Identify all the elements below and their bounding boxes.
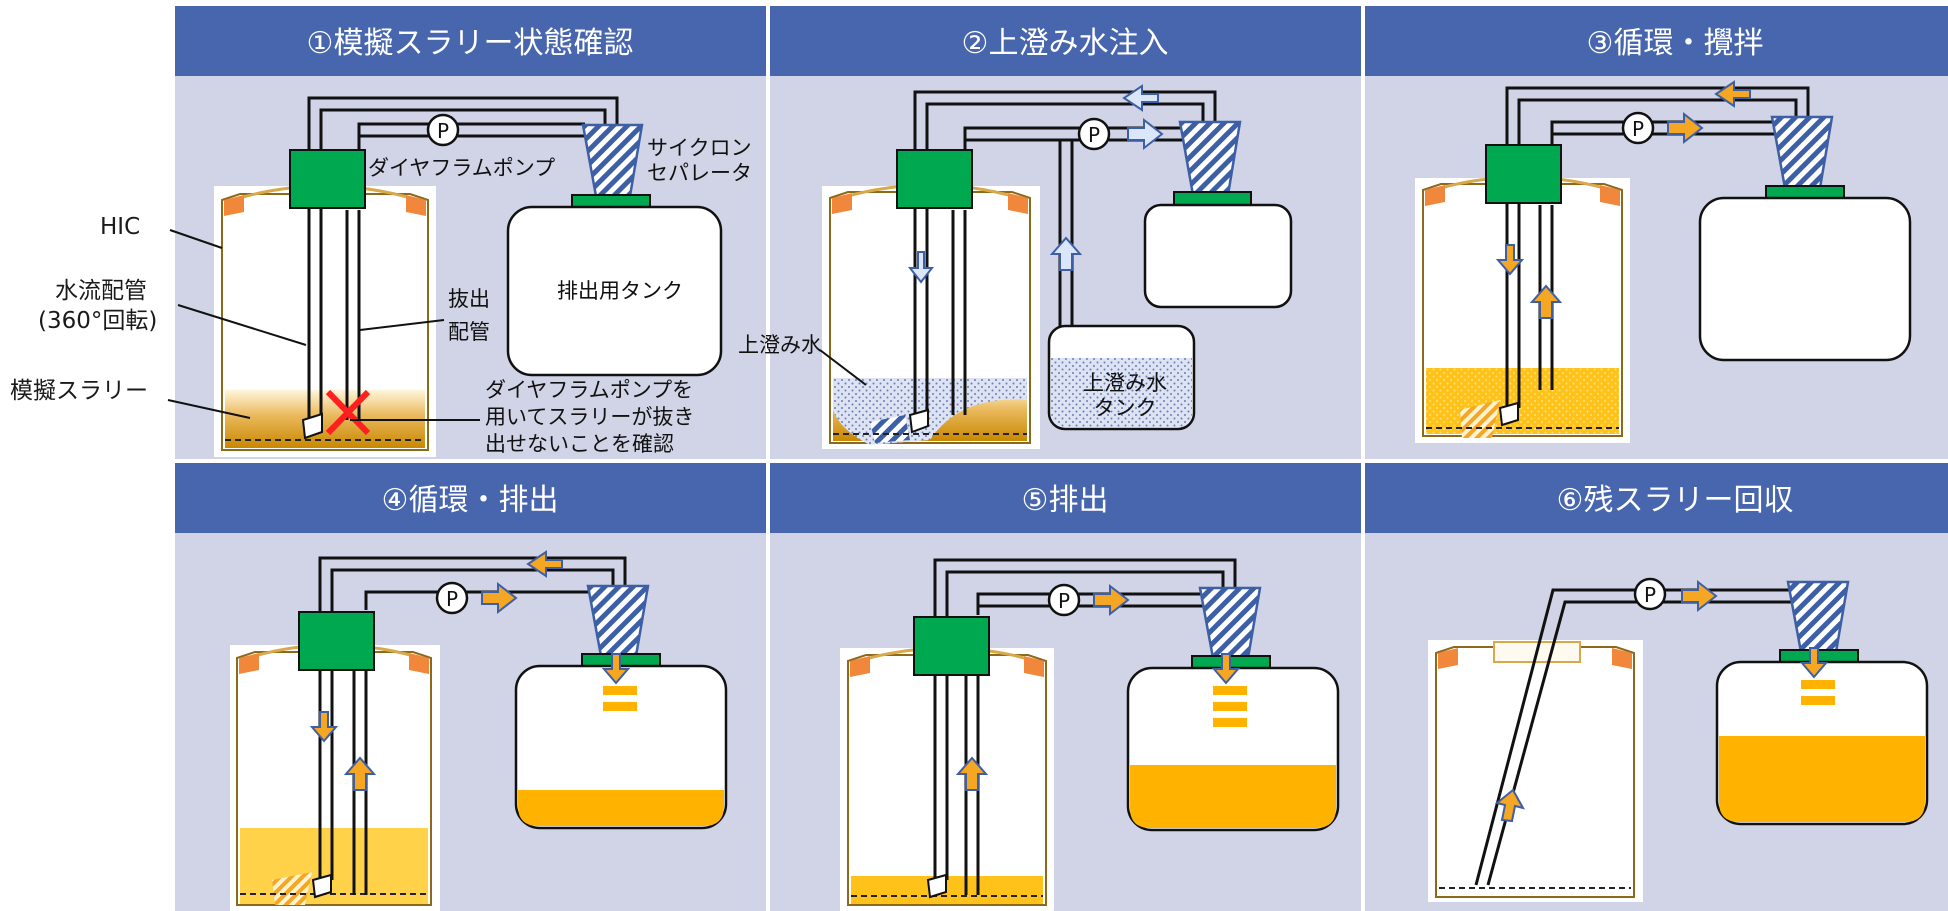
diaphragm-pump-3 (1485, 144, 1562, 204)
note-line1: ダイヤフラムポンプを (485, 378, 693, 402)
flow-arrows-5 (955, 583, 1241, 791)
panel-4-title: ④循環・排出 (382, 483, 559, 518)
pump-symbol-3: P (1621, 111, 1655, 145)
pump-symbol-1: P (426, 113, 460, 147)
extract-pipe-label-line1: 抜出 (448, 287, 490, 311)
panel-1-title: ①模擬スラリー状態確認 (307, 26, 634, 61)
diaphragm-pump-4 (298, 611, 375, 671)
water-pipe-label-line2: (360°回転) (38, 308, 158, 334)
flow-arrows-3 (1495, 80, 1751, 319)
svg-text:P: P (1644, 583, 1656, 607)
svg-text:P: P (437, 119, 449, 143)
discharge-tank-1 (506, 205, 723, 377)
panel-3-title: ③循環・攪拌 (1587, 26, 1764, 61)
discharge-tank-3 (1698, 196, 1912, 362)
discharge-tank-label: 排出用タンク (557, 279, 683, 303)
water-pipe-label-line1: 水流配管 (55, 278, 147, 304)
nozzle-2 (908, 408, 929, 434)
diaphragm-pump-5 (913, 616, 990, 676)
panel-2-title: ②上澄み水注入 (962, 26, 1169, 61)
pump-symbol-6: P (1633, 577, 1667, 611)
supernatant-tank-label-line1: 上澄み水 (1083, 371, 1167, 395)
panel-5-title: ⑤排出 (1022, 483, 1109, 518)
leader-lines-1 (167, 229, 480, 421)
nozzle-4 (311, 873, 332, 899)
discharge-tank-6 (1715, 660, 1929, 826)
pump-symbol-2: P (1077, 117, 1111, 151)
piping-2 (913, 90, 1217, 415)
svg-text:P: P (446, 587, 458, 611)
svg-text:P: P (1088, 123, 1100, 147)
flow-arrows-2 (907, 84, 1164, 284)
hic-vessel-6 (1428, 640, 1643, 902)
cross-mark (325, 389, 371, 436)
supernatant-leader (819, 349, 867, 386)
diaphragm-pump-label: ダイヤフラムポンプ (368, 156, 555, 180)
diaphragm-pump-2 (896, 149, 973, 209)
svg-text:P: P (1058, 589, 1070, 613)
discharge-tank-4 (514, 664, 728, 830)
hic-vessel-2 (822, 183, 1040, 449)
svg-text:P: P (1632, 117, 1644, 141)
pump-symbol-5: P (1047, 583, 1081, 617)
supernatant-label: 上澄み水 (738, 333, 822, 357)
hic-vessel-4 (230, 643, 440, 911)
flow-arrows-6 (1494, 579, 1829, 823)
flow-arrows-4 (309, 550, 631, 791)
slurry-label: 模擬スラリー (10, 378, 148, 404)
extract-pipe-label-line2: 配管 (448, 320, 490, 344)
cyclone-label-line1: サイクロン (647, 136, 752, 160)
panel-6-title: ⑥残スラリー回収 (1557, 483, 1794, 518)
discharge-tank-2 (1143, 203, 1293, 309)
note-line2: 用いてスラリーが抜き (485, 405, 694, 429)
diaphragm-pump-1 (289, 149, 366, 209)
pump-symbol-4: P (435, 581, 469, 615)
cyclone-label-line2: セパレータ (647, 161, 752, 185)
note-line3: 出せないことを確認 (485, 432, 674, 456)
discharge-tank-5 (1126, 666, 1340, 832)
hic-vessel-3 (1415, 175, 1630, 443)
nozzle-5 (926, 873, 947, 899)
hic-vessel-1 (214, 184, 436, 457)
nozzle-1 (301, 412, 323, 440)
supernatant-tank-label-line2: タンク (1094, 396, 1157, 420)
hic-label: HIC (100, 214, 141, 240)
nozzle-3 (1498, 401, 1519, 427)
supernatant-tank (1047, 324, 1196, 431)
